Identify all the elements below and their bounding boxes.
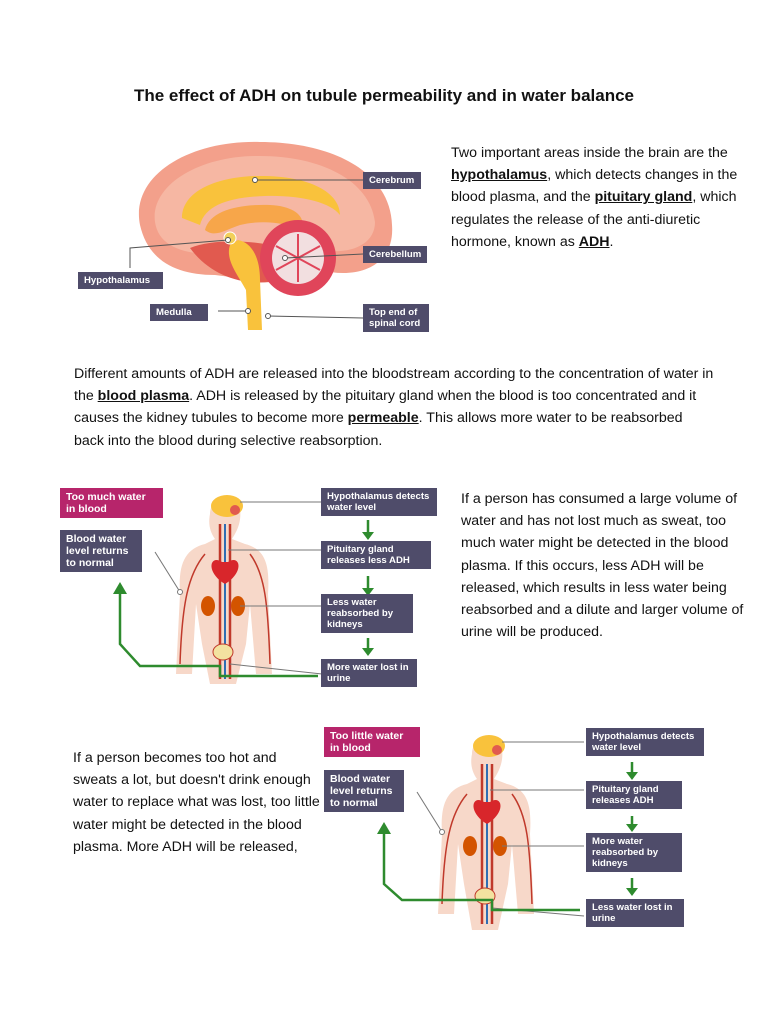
step-3-less-reabsorbed: Less water reabsorbed by kidneys <box>321 594 413 633</box>
keyword-blood-plasma: blood plasma <box>97 388 190 405</box>
brain-diagram <box>129 141 393 330</box>
label-cerebrum: Cerebrum <box>363 172 421 189</box>
cerebellum-folds <box>275 234 321 282</box>
step-4-less-lost: Less water lost in urine <box>586 899 684 927</box>
header-too-much: Too much water in blood <box>60 488 163 518</box>
intro-text-4: . <box>609 233 614 250</box>
label-medulla: Medulla <box>150 304 208 321</box>
keyword-pituitary-gland: pituitary gland <box>594 189 693 206</box>
thalamus <box>205 204 303 234</box>
keyword-adh: ADH <box>578 233 610 250</box>
label-returns-normal-2: Blood water level returns to normal <box>324 770 404 812</box>
body-text-1: Different amounts of ADH are released in… <box>74 366 714 405</box>
label-cerebellum: Cerebellum <box>363 246 427 263</box>
intro-text-2: , which detects changes in the blood pla… <box>451 167 738 206</box>
too-much-paragraph: If a person has consumed a large volume … <box>461 491 744 641</box>
body-diagram-too-little <box>377 735 638 930</box>
label-spinal-cord: Top end of spinal cord <box>363 304 429 332</box>
corpus-callosum <box>182 175 340 225</box>
brainstem <box>228 240 262 330</box>
step-4-more-lost: More water lost in urine <box>321 659 417 687</box>
body-text-2: . ADH is released by the pituitary gland… <box>74 388 697 427</box>
intro-paragraph: Two important areas inside the brain are… <box>451 142 751 253</box>
step-3-more-reabsorbed: More water reabsorbed by kidneys <box>586 833 682 872</box>
intro-text-3: , which regulates the release of the ant… <box>451 189 737 250</box>
label-returns-normal-1: Blood water level returns to normal <box>60 530 142 572</box>
step-1-detects-2: Hypothalamus detects water level <box>586 728 704 756</box>
header-too-little: Too little water in blood <box>324 727 420 757</box>
step-2-releases-less: Pituitary gland releases less ADH <box>321 541 431 569</box>
keyword-permeable: permeable <box>347 410 419 427</box>
step-1-detects: Hypothalamus detects water level <box>321 488 437 516</box>
too-little-paragraph: If a person becomes too hot and sweats a… <box>73 750 320 855</box>
body-text-3: . This allows more water to be reabsorbe… <box>74 410 683 449</box>
keyword-hypothalamus: hypothalamus <box>451 167 548 184</box>
adh-paragraph: Different amounts of ADH are released in… <box>74 363 714 452</box>
label-hypothalamus: Hypothalamus <box>78 272 163 289</box>
intro-text-1: Two important areas inside the brain are… <box>451 145 728 161</box>
step-2-releases-adh: Pituitary gland releases ADH <box>586 781 682 809</box>
page-title: The effect of ADH on tubule permeability… <box>133 86 634 105</box>
body-diagram-too-much <box>113 495 374 684</box>
